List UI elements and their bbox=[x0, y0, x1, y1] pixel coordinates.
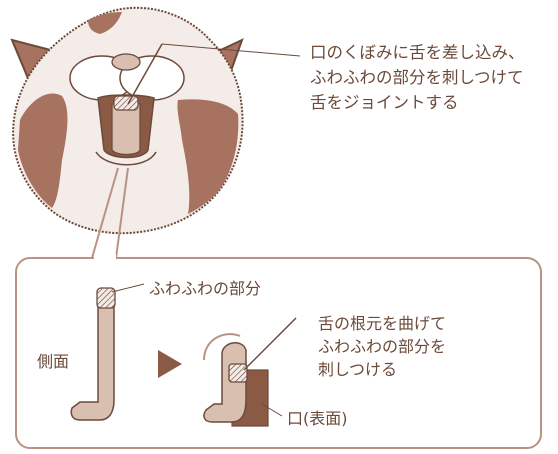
animal-head bbox=[10, 6, 244, 235]
side-view-fluffy-part bbox=[96, 287, 116, 309]
chin-line bbox=[95, 151, 157, 166]
nose bbox=[111, 53, 141, 71]
top-instruction-line-2: ふわふわの部分を刺しつけて bbox=[310, 68, 524, 87]
detail-box-gap bbox=[94, 254, 116, 262]
arrow-right-icon bbox=[158, 350, 182, 378]
leader-mouth bbox=[261, 403, 283, 417]
leader-bend bbox=[243, 317, 297, 371]
top-instruction-text: 口のくぼみに舌を差し込み、 ふわふわの部分を刺しつけて 舌をジョイントする bbox=[310, 40, 525, 115]
bend-instruction-line-2: ふわふわの部分を bbox=[318, 337, 447, 356]
bend-instruction-text: 舌の根元を曲げて ふわふわの部分を 刺しつける bbox=[318, 312, 446, 381]
fur-patch-right bbox=[177, 99, 239, 214]
zoom-line-left bbox=[91, 167, 119, 259]
leader-top bbox=[127, 43, 163, 105]
leader-top-horizontal bbox=[161, 43, 301, 57]
fur-patch-left bbox=[18, 93, 68, 208]
bend-instruction-line-1: 舌の根元を曲げて bbox=[318, 314, 447, 333]
bend-instruction-line-3: 刺しつける bbox=[318, 360, 398, 379]
top-instruction-line-1: 口のくぼみに舌を差し込み、 bbox=[310, 43, 525, 62]
bend-arc bbox=[203, 333, 241, 361]
fluffy-part-label: ふわふわの部分 bbox=[149, 279, 262, 298]
bent-fluffy-part bbox=[228, 363, 248, 383]
tongue bbox=[111, 103, 141, 156]
bent-tongue bbox=[203, 342, 247, 423]
tongue-fluffy-part bbox=[113, 95, 139, 111]
zoom-line-right bbox=[115, 167, 129, 259]
side-view-label: 側面 bbox=[37, 352, 70, 371]
fur-patch-top bbox=[88, 12, 122, 34]
mouth-surface-label: 口(表面) bbox=[287, 409, 348, 428]
top-instruction-line-3: 舌をジョイントする bbox=[310, 93, 459, 112]
side-view-tongue bbox=[70, 293, 115, 421]
detail-box bbox=[15, 257, 542, 449]
leader-fluffy bbox=[111, 283, 145, 293]
